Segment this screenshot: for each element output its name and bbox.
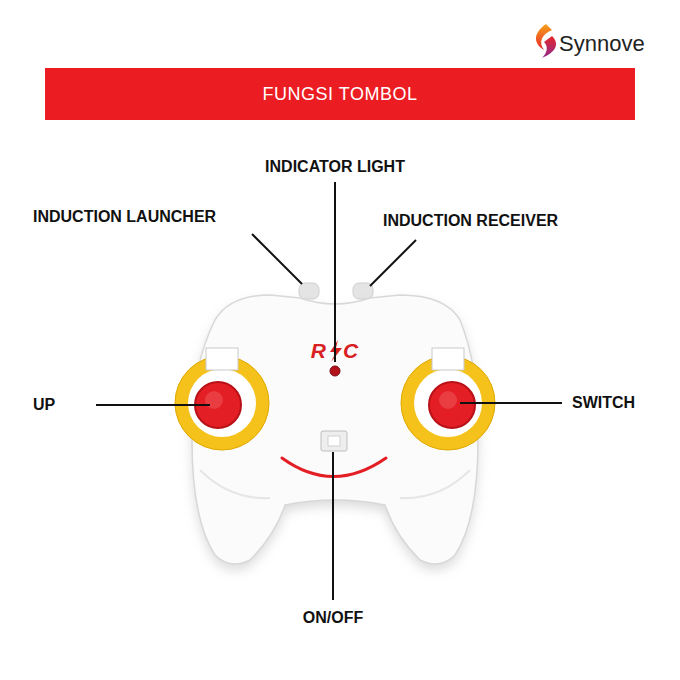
stick-slot [432,348,464,370]
stick-well [188,369,256,437]
launcher-nub [299,283,319,299]
callout-label: SWITCH [572,394,635,412]
stick-highlight [439,391,457,409]
leader-line [332,452,334,600]
body-crease [400,470,470,498]
body-crease [200,470,270,498]
power-switch [321,431,347,451]
leader-line [334,182,336,362]
callout-label: INDUCTION LAUNCHER [33,208,216,226]
switch-knob [328,436,340,446]
stick-highlight [205,391,223,409]
leader-line [252,234,302,284]
diagram-title: FUNGSI TOMBOL [263,84,418,105]
callout-label: INDUCTION RECEIVER [383,212,558,230]
leader-line [96,404,210,406]
callout-label: INDICATOR LIGHT [265,158,405,176]
switch-stick [429,382,475,428]
brand-logo: Synnove [559,31,645,57]
logo-letter: C [343,339,358,363]
callout-label: UP [33,396,55,414]
leader-line [370,240,416,286]
stick-slot [206,348,238,370]
brand-flame [542,36,556,58]
indicator-light [330,366,340,376]
leader-line [460,402,562,404]
logo-letter: R [311,339,326,363]
callout-label: ON/OFF [303,609,363,627]
